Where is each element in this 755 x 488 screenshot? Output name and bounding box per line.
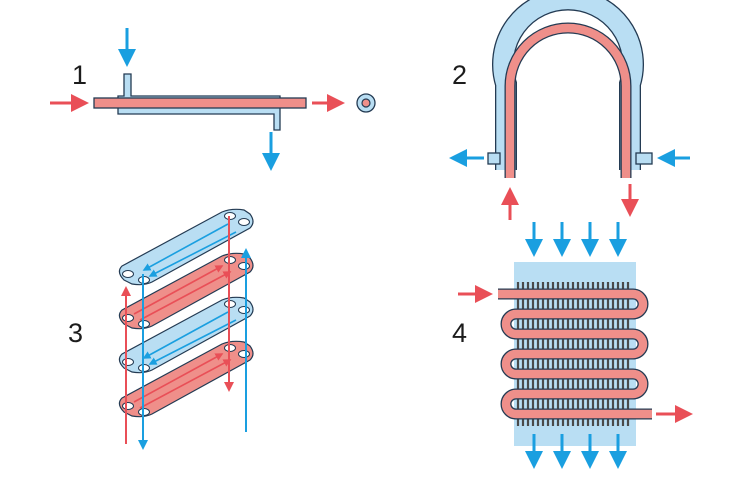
plate-flow-arrow <box>142 223 229 271</box>
panel-2-label: 2 <box>452 60 467 90</box>
port-hole <box>238 218 250 226</box>
plate-flow-arrow <box>148 319 237 365</box>
port-hole <box>122 270 134 278</box>
panel-4-label: 4 <box>452 318 467 348</box>
port-hole <box>122 402 134 410</box>
inner-tube <box>93 97 307 109</box>
plate-flow-arrow <box>139 271 232 321</box>
plate-stack <box>118 208 254 418</box>
panel-1-label: 1 <box>72 60 87 90</box>
air-arrows <box>525 222 627 469</box>
panel-1-concentric-tube: 1 <box>50 28 376 171</box>
plate-flow-arrow <box>139 359 232 409</box>
plate-flow-arrow <box>133 265 224 315</box>
panel-4-finned-coil: 4 <box>452 222 693 469</box>
panel-3-plate-exchanger: 3 <box>68 208 254 450</box>
cross-section-icon <box>356 93 376 113</box>
panel-3-label: 3 <box>68 318 83 348</box>
port-hole <box>122 358 134 366</box>
hot-plate <box>118 252 254 330</box>
port-hole <box>238 306 250 314</box>
port-hole <box>238 350 250 358</box>
panel-2-coiled-tube: 2 <box>449 0 690 220</box>
plate-flow-arrow <box>133 353 224 403</box>
port-hole <box>122 314 134 322</box>
plate-flow-arrow <box>148 231 237 277</box>
port-hole <box>238 262 250 270</box>
plate-flow-arrow <box>142 311 229 359</box>
